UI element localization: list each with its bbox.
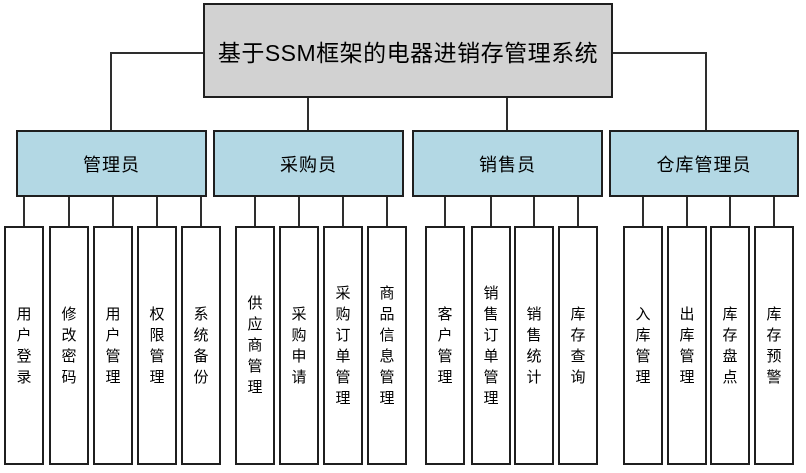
leaf-label: 库存盘点 (722, 305, 738, 386)
leaf-label: 采购申请 (291, 305, 307, 386)
leaf-label: 用户登录 (16, 305, 32, 386)
role-label: 销售员 (479, 154, 536, 175)
leaf-label: 采购订单管理 (335, 284, 351, 407)
leaf-node: 权限管理 (137, 226, 177, 465)
leaf-label: 用户管理 (105, 305, 121, 386)
leaf-label: 商品信息管理 (379, 284, 395, 407)
leaf-label: 供应商管理 (247, 295, 263, 396)
leaf-node: 库存查询 (558, 226, 598, 465)
elbow-connector-warehouse (613, 52, 707, 132)
leaf-node: 采购申请 (279, 226, 319, 465)
leaf-node: 系统备份 (181, 226, 221, 465)
leaf-node: 供应商管理 (235, 226, 275, 465)
leaf-node: 库存盘点 (710, 226, 750, 465)
leaf-label: 出库管理 (679, 305, 695, 386)
leaf-node: 商品信息管理 (367, 226, 407, 465)
leaf-label: 销售统计 (526, 305, 542, 386)
leaf-node: 销售订单管理 (471, 226, 511, 465)
leaf-label: 修改密码 (61, 305, 77, 386)
role-node-warehouse: 仓库管理员 (609, 130, 799, 197)
role-node-salesperson: 销售员 (412, 130, 603, 197)
leaf-label: 权限管理 (149, 305, 165, 386)
leaf-node: 用户登录 (4, 226, 44, 465)
leaf-label: 库存预警 (766, 305, 782, 386)
role-label: 管理员 (83, 154, 140, 175)
role-node-purchaser: 采购员 (213, 130, 404, 197)
leaf-node: 库存预警 (754, 226, 794, 465)
role-node-admin: 管理员 (16, 130, 207, 197)
root-title: 基于SSM框架的电器进销存管理系统 (217, 39, 599, 66)
leaf-label: 入库管理 (635, 305, 651, 386)
root-node: 基于SSM框架的电器进销存管理系统 (203, 3, 613, 98)
leaf-node: 出库管理 (667, 226, 707, 465)
leaf-node: 修改密码 (49, 226, 89, 465)
leaf-node: 客户管理 (425, 226, 465, 465)
leaf-node: 入库管理 (623, 226, 663, 465)
leaf-node: 采购订单管理 (323, 226, 363, 465)
leaf-label: 系统备份 (193, 305, 209, 386)
elbow-connector-admin (110, 52, 203, 132)
leaf-node: 用户管理 (93, 226, 133, 465)
role-label: 仓库管理员 (656, 154, 752, 175)
leaf-label: 销售订单管理 (483, 284, 499, 407)
leaf-label: 客户管理 (437, 305, 453, 386)
leaf-label: 库存查询 (570, 305, 586, 386)
leaf-node: 销售统计 (514, 226, 554, 465)
role-label: 采购员 (280, 154, 337, 175)
